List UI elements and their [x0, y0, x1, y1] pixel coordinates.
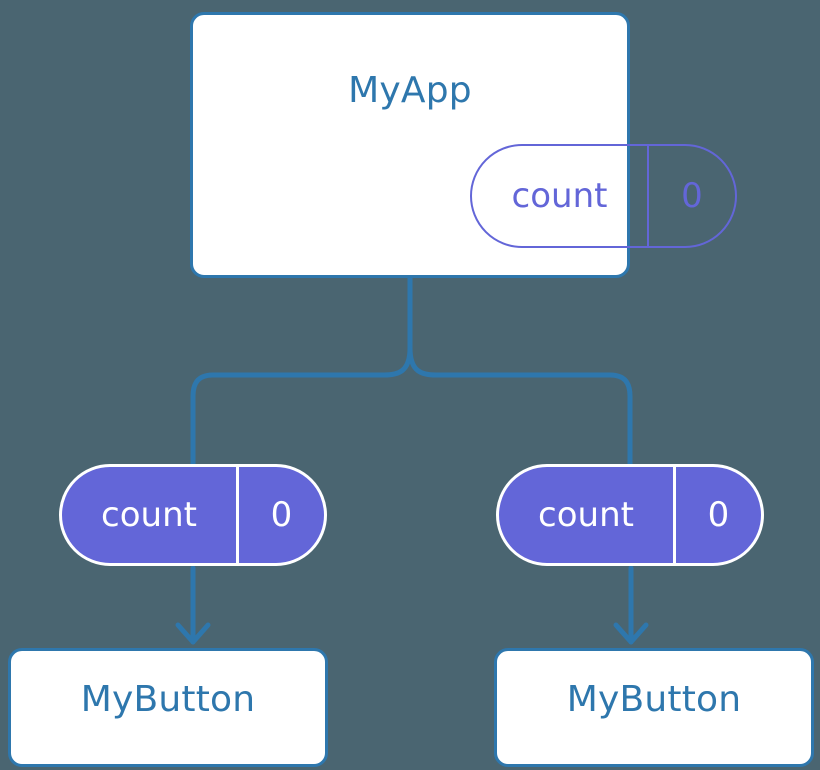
- state-key-label: count: [538, 495, 634, 535]
- component-node-mybutton-right[interactable]: MyButton: [494, 648, 814, 767]
- connector-branch-right: [407, 345, 633, 467]
- component-title-myapp: MyApp: [348, 70, 472, 111]
- arrow-head-right-icon: [613, 622, 649, 645]
- state-pill-branch-right[interactable]: count 0: [496, 464, 764, 566]
- state-pill-myapp[interactable]: count 0: [470, 144, 737, 248]
- component-node-myapp[interactable]: MyApp count 0: [190, 12, 737, 278]
- state-key-label: count: [511, 176, 608, 216]
- component-title-mybutton: MyButton: [80, 679, 256, 720]
- component-title-mybutton: MyButton: [566, 679, 742, 720]
- arrow-head-left-icon: [175, 622, 211, 645]
- state-value-label: 0: [236, 467, 324, 563]
- connector-branch-left: [190, 345, 413, 467]
- state-key-label: count: [101, 495, 197, 535]
- state-pill-branch-left[interactable]: count 0: [59, 464, 327, 566]
- state-value-label: 0: [673, 467, 761, 563]
- component-node-mybutton-left[interactable]: MyButton: [8, 648, 328, 767]
- state-value-label: 0: [647, 146, 735, 246]
